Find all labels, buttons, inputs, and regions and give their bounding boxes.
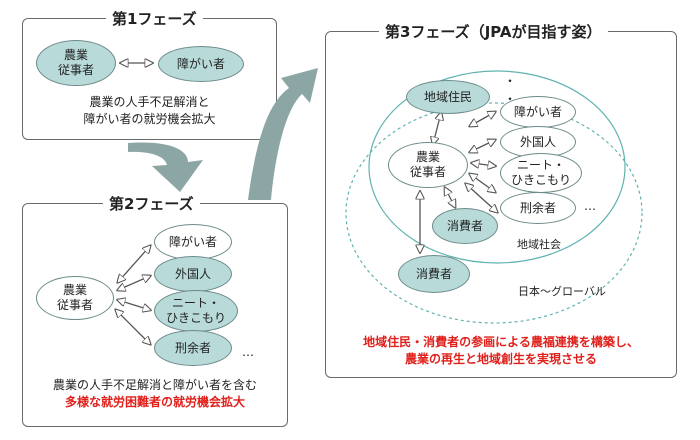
phase2-exoffender-node: 刑余者 (154, 330, 232, 366)
phase3-ellipsis: … (584, 199, 596, 213)
phase3-consumer-outer-node: 消費者 (398, 255, 470, 293)
phase2-title: 第2フェーズ (103, 193, 200, 214)
phase2-neet-node: ニート・ ひきこもり (154, 290, 238, 332)
global-label: 日本～グローバル (518, 285, 606, 298)
phase2-desc-line1: 農業の人手不足解消と障がい者を含む (52, 378, 257, 392)
phase2-farmer-node: 農業 従事者 (36, 276, 114, 320)
phase1-desc-line1: 農業の人手不足解消と (89, 95, 210, 109)
phase1-desc-line2: 障がい者の就労機会拡大 (83, 112, 216, 126)
phase2-desc-line2: 多様な就労困難者の就労機会拡大 (64, 395, 245, 409)
phase2-ellipsis: … (242, 345, 254, 359)
phase1-to-phase2-arrow (128, 142, 203, 192)
phase3-title: 第3フェーズ（JPAが目指す姿） (379, 21, 608, 42)
phase3-neet-node: ニート・ ひきこもり (500, 153, 582, 193)
phase3-consumer-inner-node: 消費者 (432, 208, 498, 244)
phase3-desc-line1: 地域住民・消費者の参画による農福連携を構築し、 (363, 335, 639, 349)
phase3-residents-node: 地域住民 (406, 80, 490, 114)
phase3-exoffender-node: 刑余者 (500, 192, 576, 224)
global-ring (345, 102, 643, 324)
phase1-farmer-node: 農業 従事者 (36, 40, 116, 86)
phase1-title: 第1フェーズ (106, 8, 203, 29)
phase3-disabled-node: 障がい者 (500, 96, 576, 128)
phase3-desc-line2: 農業の再生と地域創生を実現させる (404, 352, 597, 366)
phase3-farmer-node: 農業 従事者 (388, 142, 468, 188)
phase2-foreigner-node: 外国人 (154, 256, 232, 292)
phase2-to-phase3-arrow (248, 68, 318, 200)
community-label: 地域社会 (517, 238, 561, 251)
phase1-disabled-node: 障がい者 (158, 46, 244, 82)
phase2-disabled-node: 障がい者 (154, 224, 232, 260)
community-ring (368, 70, 626, 264)
